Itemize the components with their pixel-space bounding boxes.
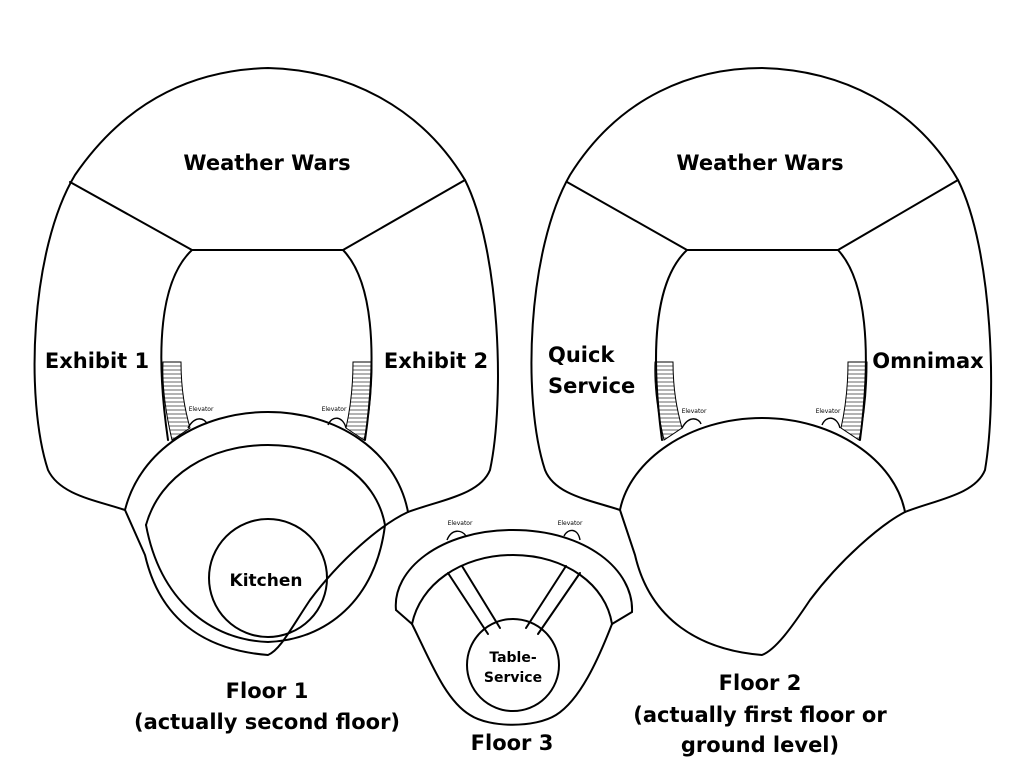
floor-3-walkway-left-b — [461, 565, 501, 629]
floor-3-rim-left-end — [395, 609, 413, 625]
floor-3-rim-right-end — [611, 611, 633, 625]
floor-3-caption: Floor 3 — [471, 731, 554, 755]
floor-1-caption-line-1: Floor 1 — [226, 679, 309, 703]
floor-2-caption-line-1: Floor 2 — [719, 671, 802, 695]
floor-1-rim-inner — [145, 444, 386, 526]
floor-1-stairs-left — [162, 361, 191, 441]
floor-3-walkway-right-a — [537, 572, 581, 635]
floor-3-plan — [394, 529, 634, 726]
floor-2-caption-line-3: ground level) — [681, 733, 839, 757]
kitchen-room — [208, 518, 328, 638]
floor-3-elevator-left-label: Elevator — [448, 520, 473, 527]
table-service-room — [466, 618, 560, 712]
floor-3-walkway-left-a — [447, 572, 489, 635]
floor-3-outer-arc — [394, 529, 634, 613]
floor-1-stairs-right — [345, 361, 373, 441]
floor-3-elevator-left-shape — [446, 530, 467, 541]
quick-service-label-line-2: Service — [548, 374, 635, 398]
exhibit-2-label: Exhibit 2 — [384, 349, 488, 373]
table-service-label-line-1: Table- — [489, 650, 537, 666]
floor-1-plan — [33, 67, 499, 656]
floor-1-kitchen-bowl — [145, 524, 386, 643]
floor-2-elevator-left-label: Elevator — [682, 408, 707, 415]
table-service-label-line-2: Service — [484, 670, 542, 686]
kitchen-label: Kitchen — [230, 571, 303, 591]
floor-2-atrium — [619, 417, 906, 513]
floor-2-elevator-right-shape — [821, 417, 841, 429]
floor-1-elevator-right-label: Elevator — [322, 406, 347, 413]
floor-1-elevator-left-label: Elevator — [189, 406, 214, 413]
floor-2-elevator-left-shape — [681, 418, 702, 429]
floor-3-inner-arc — [411, 554, 613, 625]
floor-2-weather-wars-label: Weather Wars — [676, 151, 843, 175]
floor-1-weather-wars-wall — [69, 179, 466, 251]
floor-1-rim-outer — [124, 411, 409, 513]
floor-1-outline — [33, 67, 499, 656]
exhibit-1-label: Exhibit 1 — [45, 349, 149, 373]
floor-1-caption-line-2: (actually second floor) — [134, 710, 400, 734]
floor-2-weather-wars-wall — [566, 179, 959, 251]
floor-3-elevator-right-shape — [563, 529, 581, 541]
omnimax-label: Omnimax — [872, 349, 984, 373]
floor-1-core-left-wall — [160, 249, 193, 441]
floor-1-weather-wars-label: Weather Wars — [183, 151, 350, 175]
floor-2-elevator-right-label: Elevator — [816, 408, 841, 415]
floor-2-stairs-left — [654, 361, 683, 441]
floor-3-walkway-right-b — [525, 565, 567, 629]
floor-3-elevator-right-label: Elevator — [558, 520, 583, 527]
floor-2-caption-line-2: (actually first floor or — [633, 703, 887, 727]
floor-2-stairs-right — [840, 361, 868, 441]
floor-3-lower-body — [411, 623, 613, 726]
quick-service-label-line-1: Quick — [548, 343, 615, 367]
floor-2-outline — [530, 67, 993, 656]
floor-2-plan — [530, 67, 993, 656]
